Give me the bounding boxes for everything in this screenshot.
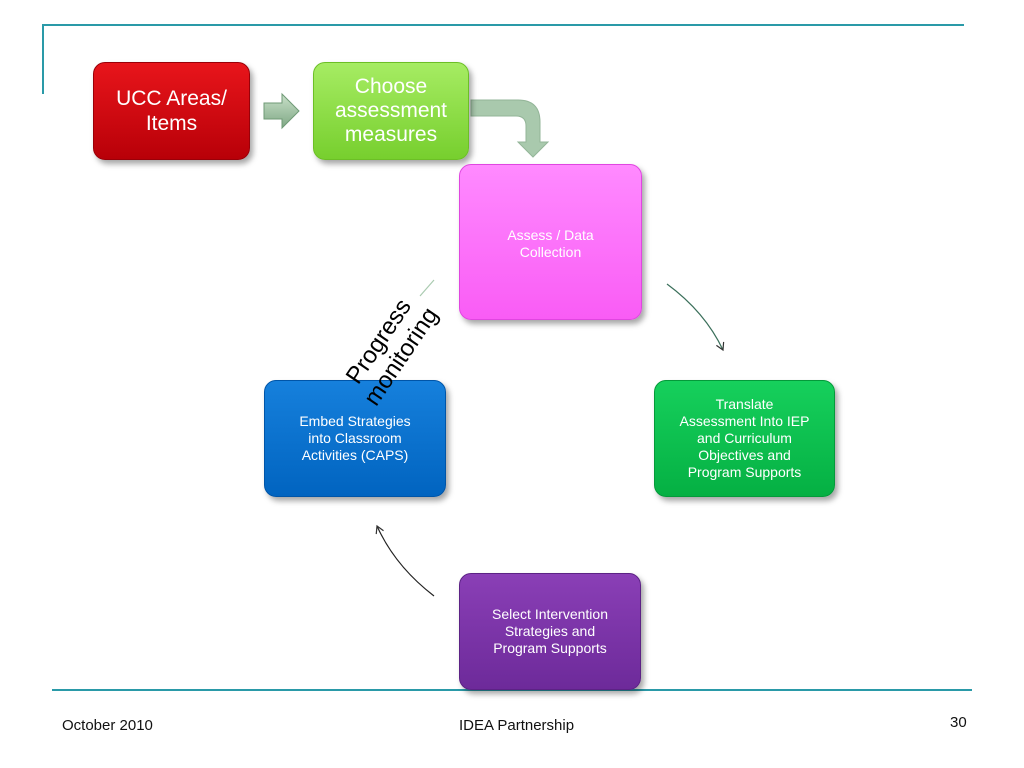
arrow-assess-to-translate <box>666 283 725 352</box>
select-intervention-box: Select Intervention Strategies and Progr… <box>459 573 641 690</box>
embed-strategies-label: Embed Strategies into Classroom Activiti… <box>299 413 411 463</box>
choose-assessment-box: Choose assessment measures <box>313 62 469 160</box>
translate-assessment-label: Translate Assessment Into IEP and Curric… <box>679 396 810 480</box>
assess-data-box: Assess / Data Collection <box>459 164 642 320</box>
arrow-ucc-to-choose <box>263 92 300 130</box>
select-intervention-label: Select Intervention Strategies and Progr… <box>492 606 608 656</box>
arrow-progress-to-assess <box>419 279 435 297</box>
footer-date: October 2010 <box>62 717 153 734</box>
translate-assessment-box: Translate Assessment Into IEP and Curric… <box>654 380 835 497</box>
left-rule <box>42 24 44 94</box>
top-rule <box>42 24 964 26</box>
slide-number: 30 <box>950 714 967 731</box>
arrow-choose-to-assess <box>470 99 550 158</box>
footer-organization: IDEA Partnership <box>459 717 575 734</box>
assess-data-label: Assess / Data Collection <box>507 227 594 260</box>
embed-strategies-box: Embed Strategies into Classroom Activiti… <box>264 380 446 497</box>
ucc-areas-box: UCC Areas/ Items <box>93 62 250 160</box>
arrow-select-to-embed <box>375 524 435 597</box>
bottom-rule <box>52 689 972 691</box>
choose-assessment-label: Choose assessment measures <box>334 75 448 146</box>
ucc-areas-label: UCC Areas/ Items <box>116 87 227 135</box>
